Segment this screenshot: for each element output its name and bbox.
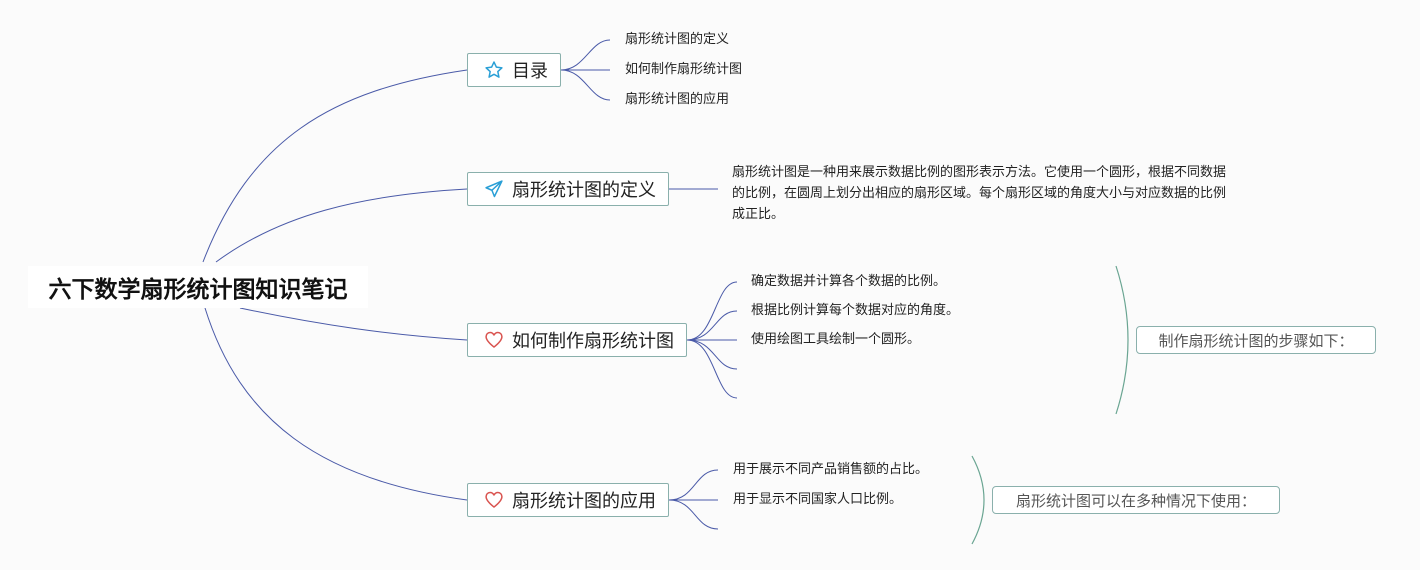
- heart-icon: [485, 331, 503, 348]
- application-item-1[interactable]: 用于展示不同产品销售额的占比。: [733, 462, 929, 477]
- root-node[interactable]: 六下数学扇形统计图知识笔记: [28, 266, 368, 308]
- application-item-2[interactable]: 用于显示不同国家人口比例。: [733, 492, 903, 507]
- howto-step-1[interactable]: 确定数据并计算各个数据的比例。: [751, 274, 947, 289]
- edge-app-1: [668, 469, 719, 501]
- heart-icon: [485, 491, 503, 508]
- root-label: 六下数学扇形统计图知识笔记: [48, 277, 348, 303]
- edge-howto-2: [686, 310, 738, 341]
- edge-toc-1: [560, 39, 611, 71]
- branch-label: 扇形统计图的应用: [512, 491, 656, 512]
- edge-howto-4: [686, 339, 738, 370]
- edge-root-definition: [215, 188, 468, 263]
- edge-root-application: [204, 307, 468, 501]
- edge-root-howto: [239, 307, 468, 341]
- summary-label: 扇形统计图可以在多种情况下使用：: [1015, 491, 1256, 510]
- summary-application[interactable]: 扇形统计图可以在多种情况下使用：: [992, 486, 1280, 514]
- toc-item-definition[interactable]: 扇形统计图的定义: [625, 32, 730, 47]
- edge-toc-3: [560, 69, 611, 101]
- summary-bracket-application: [971, 455, 985, 545]
- branch-definition[interactable]: 扇形统计图的定义: [467, 172, 669, 206]
- edge-howto-5: [686, 339, 738, 399]
- edge-root-toc: [202, 69, 468, 263]
- toc-item-application[interactable]: 扇形统计图的应用: [625, 92, 730, 107]
- edge-app-3: [668, 499, 719, 530]
- branch-label: 目录: [512, 61, 548, 82]
- branch-application[interactable]: 扇形统计图的应用: [467, 483, 669, 517]
- summary-label: 制作扇形统计图的步骤如下：: [1158, 331, 1354, 350]
- summary-bracket-howto: [1115, 265, 1129, 415]
- toc-item-howto[interactable]: 如何制作扇形统计图: [625, 62, 743, 77]
- howto-step-2[interactable]: 根据比例计算每个数据对应的角度。: [751, 303, 960, 318]
- definition-text[interactable]: 扇形统计图是一种用来展示数据比例的图形表示方法。它使用一个圆形，根据不同数据的比…: [732, 165, 1227, 222]
- branch-howto[interactable]: 如何制作扇形统计图: [467, 323, 687, 357]
- summary-howto[interactable]: 制作扇形统计图的步骤如下：: [1136, 326, 1376, 354]
- branch-label: 扇形统计图的定义: [512, 180, 656, 201]
- star-icon: [485, 61, 503, 78]
- paper-plane-icon: [485, 180, 503, 198]
- edge-howto-1: [686, 281, 738, 341]
- howto-step-3[interactable]: 使用绘图工具绘制一个圆形。: [751, 332, 921, 347]
- branch-toc[interactable]: 目录: [467, 53, 561, 87]
- branch-label: 如何制作扇形统计图: [512, 331, 674, 352]
